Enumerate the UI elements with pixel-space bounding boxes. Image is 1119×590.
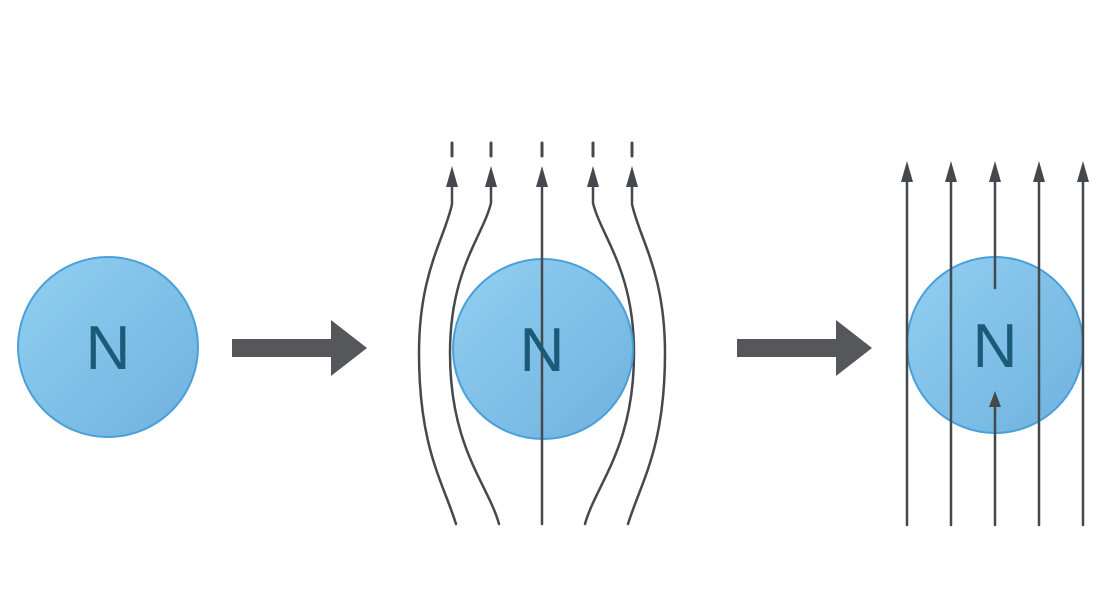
up-arrowhead-icon	[945, 161, 957, 182]
north-pole-label: N	[520, 316, 565, 385]
north-pole-label: N	[86, 314, 131, 383]
panel-uniform-field: N	[901, 161, 1089, 527]
curved-field-lines	[417, 185, 667, 526]
up-arrowhead-icon	[446, 166, 458, 187]
panel-curved-field: N	[417, 141, 667, 526]
up-arrowhead-icon	[536, 166, 548, 187]
field-arrowheads	[901, 161, 1089, 407]
field-line	[583, 185, 636, 526]
panel-initial-sphere: N	[17, 256, 199, 438]
field-line-dashes	[450, 141, 634, 158]
right-arrow-icon	[737, 320, 872, 376]
right-arrow-icon	[232, 320, 367, 376]
north-pole-sphere	[17, 256, 199, 438]
up-arrowhead-icon	[1077, 161, 1089, 182]
field-arrowheads	[446, 166, 638, 187]
up-arrowhead-icon	[989, 391, 1001, 407]
north-pole-label: N	[973, 312, 1018, 381]
field-line	[626, 185, 667, 526]
up-arrowhead-icon	[485, 166, 497, 187]
up-arrowhead-icon	[1033, 161, 1045, 182]
field-line	[448, 185, 501, 526]
straight-field-lines	[905, 180, 1085, 527]
up-arrowhead-icon	[989, 161, 1001, 182]
up-arrowhead-icon	[901, 161, 913, 182]
up-arrowhead-icon	[626, 166, 638, 187]
field-line	[417, 185, 458, 526]
up-arrowhead-icon	[587, 166, 599, 187]
